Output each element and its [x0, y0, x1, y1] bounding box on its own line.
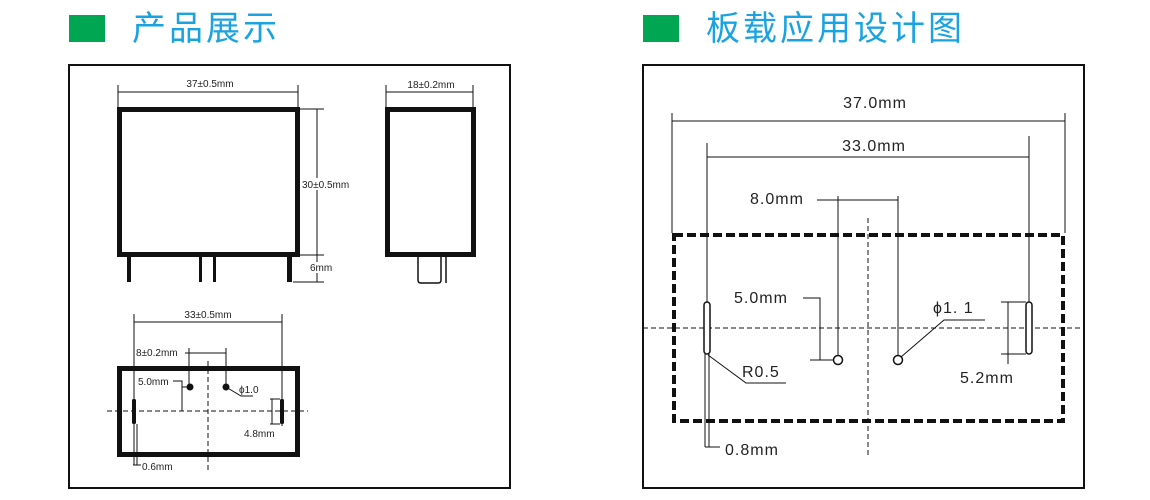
relay-body-side — [385, 107, 476, 257]
depth-dim-label: 18±0.2mm — [407, 80, 454, 91]
hole-diameter-label: ϕ1. 1 — [933, 300, 974, 317]
left-panel-frame — [68, 64, 511, 489]
pin — [287, 257, 292, 282]
right-panel-frame — [642, 64, 1085, 489]
slot-pin — [132, 399, 136, 424]
slot-length-dim-label: 5.2mm — [960, 370, 1014, 387]
front-view: 37±0.5mm 30±0.5mm 6mm — [117, 79, 357, 283]
side-view: 18±0.2mm — [385, 80, 476, 284]
coil-hole — [832, 354, 844, 366]
coil-offset-dim-label: 5.0mm — [138, 377, 169, 388]
pcb-layout-panel: 37.0mm 33.0mm 8.0mm 5.0mm ϕ1. 1 R0.5 5.2… — [642, 64, 1085, 489]
slot-width-dim-label: 0.8mm — [725, 442, 779, 459]
slot-radius-label: R0.5 — [742, 364, 780, 381]
slot-length-dim-label: 4.8mm — [244, 429, 275, 440]
height-dim-label: 30±0.5mm — [302, 180, 349, 191]
coil-hole — [892, 354, 904, 366]
pin-spacing-dim-label: 33±0.5mm — [184, 310, 231, 321]
left-header-square — [69, 15, 105, 42]
slot-width-dim-label: 0.6mm — [142, 462, 173, 473]
bottom-view: 33±0.5mm 8±0.2mm 5.0mm ϕ1.0 4.8mm 0.6mm — [107, 310, 308, 473]
slot-pad — [1025, 301, 1033, 355]
right-header-square — [643, 15, 679, 42]
width-dim-label: 37±0.5mm — [186, 79, 233, 90]
relay-body-front — [117, 107, 300, 257]
slot-pin — [280, 399, 284, 424]
hole-spacing-dim-label: 8.0mm — [750, 191, 804, 208]
pin — [127, 257, 131, 282]
coil-pin-hole — [186, 383, 194, 391]
product-drawing-panel: 37±0.5mm 30±0.5mm 6mm 18±0.2mm — [68, 64, 511, 489]
outline-dim-label: 37.0mm — [843, 95, 907, 112]
hole-offset-dim-label: 5.0mm — [734, 290, 788, 307]
pin — [213, 257, 216, 282]
pin — [199, 257, 202, 282]
pin-spacing-dim-label: 33.0mm — [842, 138, 906, 155]
coil-pin-diameter-label: ϕ1.0 — [239, 385, 259, 396]
side-pin — [417, 257, 442, 284]
coil-pin-spacing-dim-label: 8±0.2mm — [136, 348, 178, 359]
right-header-title: 板载应用设计图 — [706, 9, 965, 49]
slot-pad — [703, 301, 711, 355]
pin-length-dim-label: 6mm — [310, 263, 332, 274]
left-header-title: 产品展示 — [132, 9, 280, 49]
